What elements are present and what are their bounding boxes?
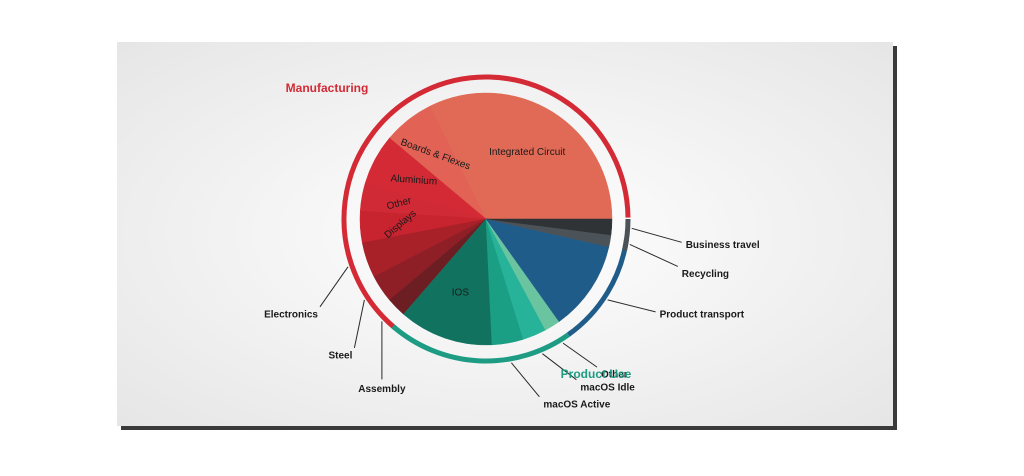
group-arcs bbox=[341, 74, 631, 364]
slice-label-recycling-13: Recycling bbox=[682, 269, 729, 280]
leader-macos-active-9 bbox=[511, 362, 540, 398]
slice-ios-8 bbox=[403, 218, 493, 346]
slice-label-macos-idle-10: macOS Idle bbox=[580, 382, 635, 393]
leader-business-travel-14 bbox=[631, 227, 682, 243]
pie-slices bbox=[359, 92, 613, 346]
group-arc-manufacturing bbox=[341, 74, 631, 331]
leader-recycling-13 bbox=[629, 243, 679, 267]
group-title-manufacturing: Manufacturing bbox=[286, 81, 369, 95]
leader-product-transport-12 bbox=[607, 299, 656, 313]
leader-macos-idle-10 bbox=[542, 353, 577, 381]
slice-label-macos-active-9: macOS Active bbox=[543, 399, 610, 410]
slice-product-transport-12 bbox=[485, 218, 610, 322]
leader-steel-6 bbox=[353, 299, 365, 349]
slice-label-ios-8: IOS bbox=[452, 287, 470, 298]
leader-electronics-5 bbox=[319, 266, 349, 308]
slice-business-travel-14 bbox=[485, 218, 613, 236]
group-arc-other bbox=[622, 218, 631, 251]
leader-other-11 bbox=[562, 342, 598, 368]
slice-label-electronics-5: Electronics bbox=[264, 309, 318, 320]
slice-label-business-travel-14: Business travel bbox=[686, 240, 760, 251]
slice-label-steel-6: Steel bbox=[328, 351, 352, 362]
slice-integrated-circuit-0 bbox=[429, 92, 613, 220]
group-title-product-use: Product Use bbox=[561, 367, 632, 381]
slice-label-aluminium-2: Aluminium bbox=[390, 173, 437, 187]
group-arc-product-use bbox=[391, 324, 570, 364]
slice-label-assembly-7: Assembly bbox=[358, 384, 406, 395]
group-arc-transport bbox=[566, 238, 630, 337]
slice-label-product-transport-12: Product transport bbox=[660, 310, 745, 321]
slice-label-integrated-circuit-0: Integrated Circuit bbox=[489, 147, 565, 158]
leader-lines bbox=[319, 227, 682, 398]
slice-label-other-11: Other bbox=[601, 370, 628, 381]
